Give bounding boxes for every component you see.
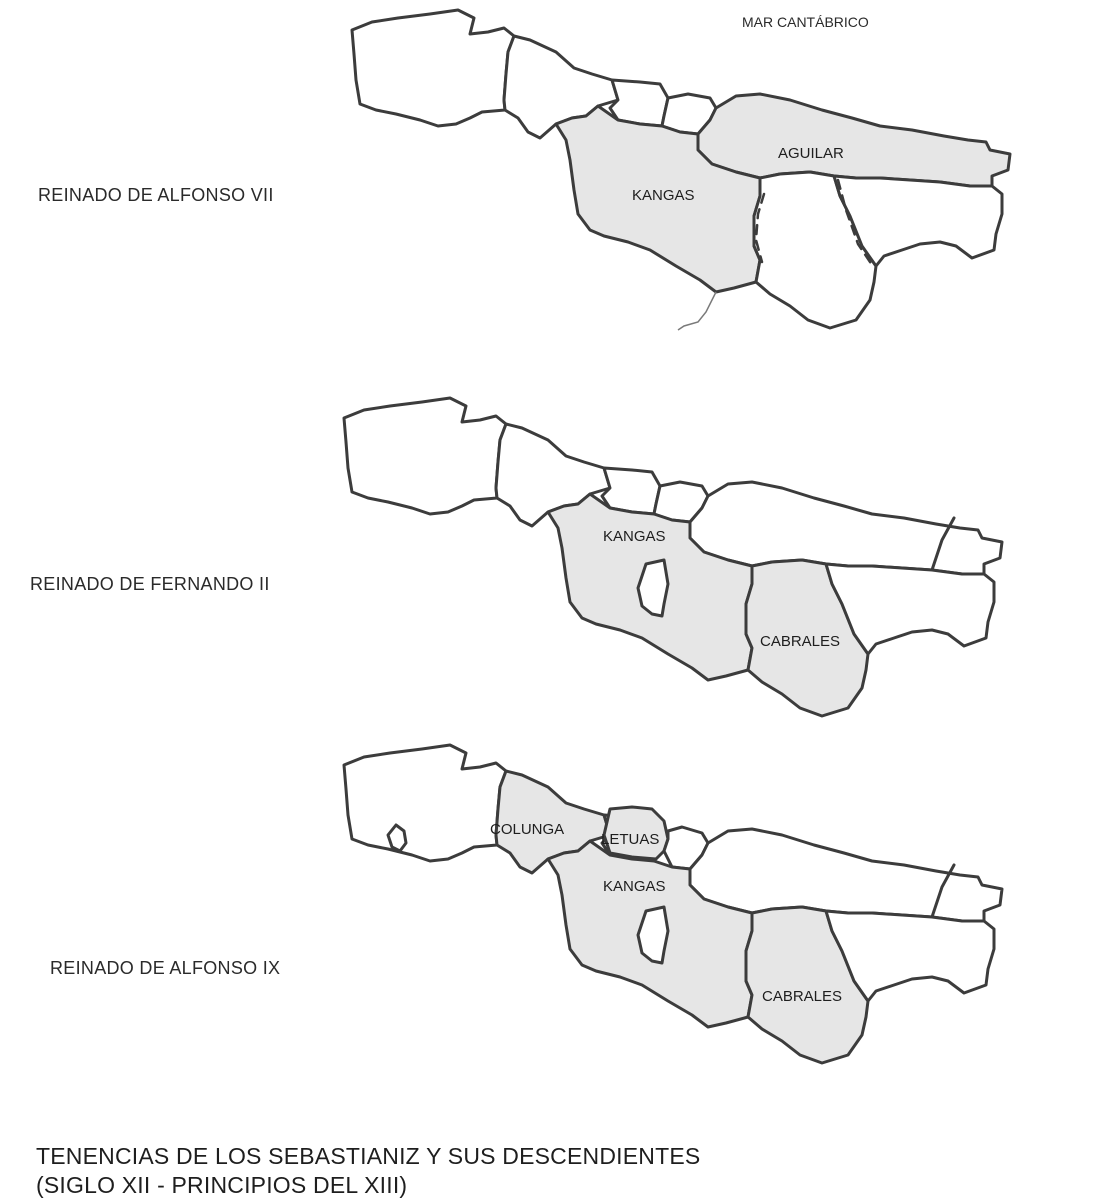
region-west bbox=[350, 8, 516, 128]
region-kangas-enclave bbox=[636, 905, 670, 965]
map-alfonso-vii: AGUILAR KANGAS bbox=[350, 8, 1012, 331]
region-south-east bbox=[824, 562, 996, 656]
region-aguilar bbox=[696, 92, 1012, 188]
sea-label: MAR CANTÁBRICO bbox=[742, 14, 869, 30]
region-west bbox=[342, 743, 508, 863]
region-south-east bbox=[832, 174, 1004, 268]
label-cabrales: CABRALES bbox=[760, 633, 840, 650]
reign-label-alfonso-ix: REINADO DE ALFONSO IX bbox=[50, 958, 281, 978]
reign-label-alfonso-vii: REINADO DE ALFONSO VII bbox=[38, 185, 274, 205]
label-cabrales: CABRALES bbox=[762, 988, 842, 1005]
label-kangas: KANGAS bbox=[603, 878, 666, 895]
label-kangas: KANGAS bbox=[632, 187, 695, 204]
label-letuas: LETUAS bbox=[601, 831, 659, 848]
label-kangas: KANGAS bbox=[603, 528, 666, 545]
region-kangas-enclave bbox=[636, 558, 670, 618]
reign-label-fernando-ii: REINADO DE FERNANDO II bbox=[30, 574, 270, 594]
map-fernando-ii: KANGAS CABRALES bbox=[342, 396, 1004, 718]
label-aguilar: AGUILAR bbox=[778, 145, 844, 162]
region-west bbox=[342, 396, 508, 516]
region-north-east bbox=[688, 827, 1004, 923]
map-alfonso-ix: COLUNGA LETUAS KANGAS CABRALES bbox=[342, 743, 1004, 1065]
caption-line-2: (SIGLO XII - PRINCIPIOS DEL XIII) bbox=[36, 1172, 408, 1198]
region-north-east bbox=[688, 480, 1004, 576]
caption-line-1: TENENCIAS DE LOS SEBASTIANIZ Y SUS DESCE… bbox=[36, 1143, 701, 1169]
label-colunga: COLUNGA bbox=[490, 821, 564, 838]
region-south-east bbox=[824, 909, 996, 1003]
region-west-enclave bbox=[386, 823, 408, 853]
